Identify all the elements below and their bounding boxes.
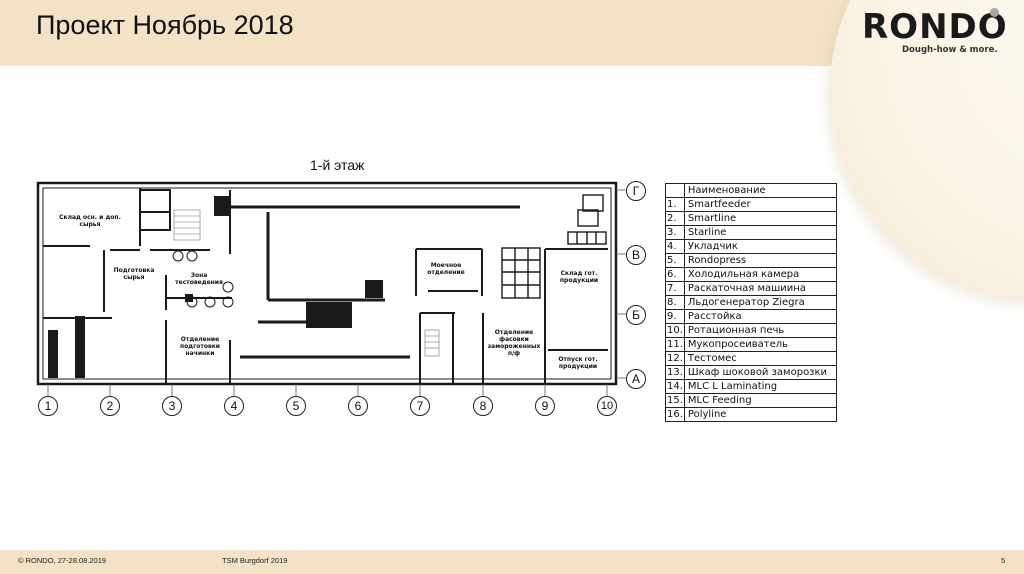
equipment-legend-table: Наименование 1.Smartfeeder 2.Smartline 3… (665, 183, 837, 422)
registered-dot-icon (990, 8, 999, 17)
room-label-packing-frozen: Отделение фасовки замороженных п/ф (487, 329, 541, 357)
legend-row: 3.Starline (665, 225, 837, 240)
legend-row: 16.Polyline (665, 407, 837, 422)
legend-row: 2.Smartline (665, 211, 837, 226)
legend-num: 7. (665, 281, 685, 296)
legend-num: 1. (665, 197, 685, 212)
legend-name: Раскаточная машиина (683, 281, 837, 296)
room-label-washing: Моечное отделение (427, 262, 465, 276)
legend-row: 11.Мукопросеиватель (665, 337, 837, 352)
legend-num: 14. (665, 379, 685, 394)
legend-name: Укладчик (683, 239, 837, 254)
legend-name: Мукопросеиватель (683, 337, 837, 352)
legend-row: 1.Smartfeeder (665, 197, 837, 212)
legend-num: 12. (665, 351, 685, 366)
legend-num: 2. (665, 211, 685, 226)
legend-name: Шкаф шоковой заморозки (683, 365, 837, 380)
room-label-raw-prep: Подготовка сырья (113, 267, 155, 281)
legend-num: 4. (665, 239, 685, 254)
legend-header-row: Наименование (665, 183, 837, 198)
legend-num: 16. (665, 407, 685, 422)
footer-band: © RONDO, 27-28.08.2019 TSM Burgdorf 2019… (0, 550, 1024, 574)
legend-name: Льдогенератор Ziegra (683, 295, 837, 310)
axis-row-a: А (626, 369, 646, 389)
axis-column-1: 1 (38, 396, 58, 416)
slide-title: Проект Ноябрь 2018 (36, 10, 294, 40)
axis-column-5: 5 (286, 396, 306, 416)
room-label-warehouse-raw: Склад осн. и доп. сырья (59, 214, 121, 228)
axis-column-6: 6 (348, 396, 368, 416)
legend-name: Smartfeeder (683, 197, 837, 212)
legend-row: 12.Тестомес (665, 351, 837, 366)
legend-header: Наименование (683, 183, 837, 198)
legend-row: 13.Шкаф шоковой заморозки (665, 365, 837, 380)
legend-name: Тестомес (683, 351, 837, 366)
legend-name: MLC Feeding (683, 393, 837, 408)
footer-event: TSM Burgdorf 2019 (222, 556, 288, 565)
footer-copyright: © RONDO, 27-28.08.2019 (18, 556, 107, 565)
axis-row-v: В (626, 245, 646, 265)
legend-num: 10. (665, 323, 685, 338)
legend-num: 13. (665, 365, 685, 380)
legend-num: 3. (665, 225, 685, 240)
axis-column-4: 4 (224, 396, 244, 416)
axis-column-2: 2 (100, 396, 120, 416)
legend-row: 7.Раскаточная машиина (665, 281, 837, 296)
logo-wordmark: RONDO (862, 7, 1008, 47)
room-label-dispatch: Отпуск гот. продукции (558, 356, 598, 370)
legend-row: 5.Rondopress (665, 253, 837, 268)
axis-column-9: 9 (535, 396, 555, 416)
floor-plan-title: 1-й этаж (310, 157, 365, 173)
legend-num: 5. (665, 253, 685, 268)
rondo-logo: RONDO Dough-how & more. (862, 8, 1008, 55)
legend-row: 4.Укладчик (665, 239, 837, 254)
room-label-finished-warehouse: Склад гот. продукции (559, 270, 599, 284)
legend-row: 14.MLC L Laminating (665, 379, 837, 394)
legend-num: 15. (665, 393, 685, 408)
legend-name: Расстойка (683, 309, 837, 324)
legend-name: Rondopress (683, 253, 837, 268)
axis-column-8: 8 (473, 396, 493, 416)
legend-name: MLC L Laminating (683, 379, 837, 394)
legend-row: 10.Ротационная печь (665, 323, 837, 338)
axis-column-10: 10 (597, 396, 617, 416)
legend-row: 8.Льдогенератор Ziegra (665, 295, 837, 310)
page-number: 5 (1001, 556, 1006, 565)
room-label-filling-prep: Отделение подготовки начинки (179, 336, 221, 357)
legend-name: Starline (683, 225, 837, 240)
legend-row: 6.Холодильная камера (665, 267, 837, 282)
legend-num: 9. (665, 309, 685, 324)
legend-name: Polyline (683, 407, 837, 422)
room-label-dough-zone: Зона тестоведения (175, 272, 223, 286)
legend-name: Smartline (683, 211, 837, 226)
axis-column-3: 3 (162, 396, 182, 416)
legend-row: 15.MLC Feeding (665, 393, 837, 408)
legend-num: 11. (665, 337, 685, 352)
axis-column-7: 7 (410, 396, 430, 416)
legend-num: 6. (665, 267, 685, 282)
legend-name: Холодильная камера (683, 267, 837, 282)
logo-tagline: Dough-how & more. (902, 45, 998, 55)
legend-num: 8. (665, 295, 685, 310)
axis-row-b: Б (626, 305, 646, 325)
axis-row-g: Г (626, 181, 646, 201)
legend-name: Ротационная печь (683, 323, 837, 338)
legend-row: 9.Расстойка (665, 309, 837, 324)
